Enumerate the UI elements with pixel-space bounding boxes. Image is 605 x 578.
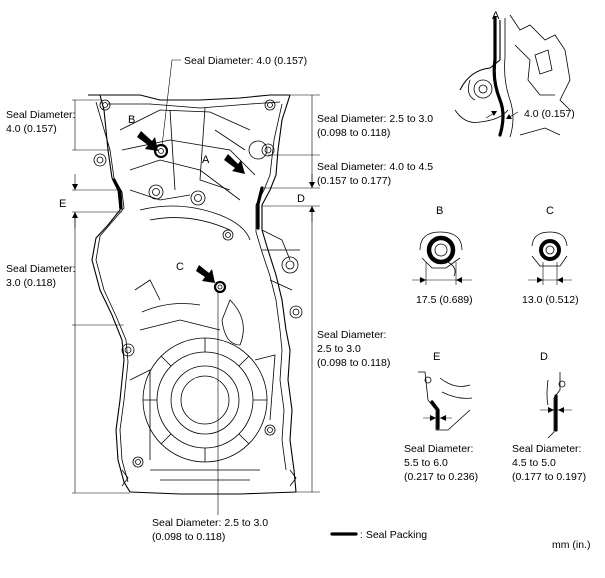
detail-c: C 13.0 (0.512) xyxy=(522,205,579,306)
callout-right-a-2: (0.157 to 0.177) xyxy=(317,175,391,187)
detail-d-label: D xyxy=(540,351,548,363)
units-label: mm (in.) xyxy=(552,539,591,551)
callout-bottom-2: (0.098 to 0.118) xyxy=(152,531,225,543)
arrow-c-icon xyxy=(196,265,215,283)
detail-c-label: C xyxy=(546,205,554,217)
callout-right-mid-1: Seal Diameter: xyxy=(317,329,386,341)
detail-d: D Seal Diameter: 4.5 to 5.0 (0.177 to 0.… xyxy=(512,351,586,483)
arrow-a-icon xyxy=(224,154,245,174)
detail-d-line3: (0.177 to 0.197) xyxy=(512,471,586,483)
detail-e-line1: Seal Diameter: xyxy=(404,443,473,455)
detail-d-line1: Seal Diameter: xyxy=(512,443,581,455)
callout-bottom-1: Seal Diameter: 2.5 to 3.0 xyxy=(152,517,268,529)
callout-right-mid-3: (0.098 to 0.118) xyxy=(317,357,390,369)
detail-b-label: B xyxy=(436,205,443,217)
marker-a: A xyxy=(202,154,210,166)
arrow-b-icon xyxy=(137,131,158,151)
detail-d-line2: 4.5 to 5.0 xyxy=(512,457,556,469)
callout-right-top-2: (0.098 to 0.118) xyxy=(317,127,390,139)
detail-e-line3: (0.217 to 0.236) xyxy=(404,471,478,483)
callout-left-top-1: Seal Diameter: xyxy=(6,109,75,121)
detail-e: E Seal Diameter: 5.5 to 6.0 (0.217 to 0.… xyxy=(404,351,478,483)
timing-cover-internal-features xyxy=(93,99,303,481)
callout-top-b: Seal Diameter: 4.0 (0.157) xyxy=(184,55,307,67)
callout-right-top-1: Seal Diameter: 2.5 to 3.0 xyxy=(317,113,433,125)
seal-points xyxy=(153,143,227,294)
callout-right-mid-2: 2.5 to 3.0 xyxy=(317,343,361,355)
marker-b: B xyxy=(128,114,135,126)
detail-a: A 4.0 (0.157) xyxy=(454,10,575,138)
detail-c-value: 13.0 (0.512) xyxy=(522,294,579,306)
detail-b: B 17.5 (0.689) xyxy=(412,205,473,306)
detail-e-label: E xyxy=(433,351,440,363)
marker-c: C xyxy=(176,261,184,273)
callout-right-a-1: Seal Diameter: 4.0 to 4.5 xyxy=(317,161,433,173)
legend: : Seal Packing xyxy=(330,529,427,541)
callout-left-top-2: 4.0 (0.157) xyxy=(6,123,57,135)
detail-a-label: A xyxy=(492,10,500,22)
callout-left-mid-1: Seal Diameter: xyxy=(6,263,75,275)
detail-a-value: 4.0 (0.157) xyxy=(524,108,575,120)
legend-label: : Seal Packing xyxy=(360,529,427,541)
main-cover-seal-packing xyxy=(112,178,264,230)
detail-b-value: 17.5 (0.689) xyxy=(416,294,473,306)
leader-lines xyxy=(72,59,320,515)
marker-e: E xyxy=(59,198,66,210)
callout-left-mid-2: 3.0 (0.118) xyxy=(6,277,56,289)
marker-d: D xyxy=(297,193,305,205)
detail-e-line2: 5.5 to 6.0 xyxy=(404,457,448,469)
pointer-arrows xyxy=(137,131,245,283)
